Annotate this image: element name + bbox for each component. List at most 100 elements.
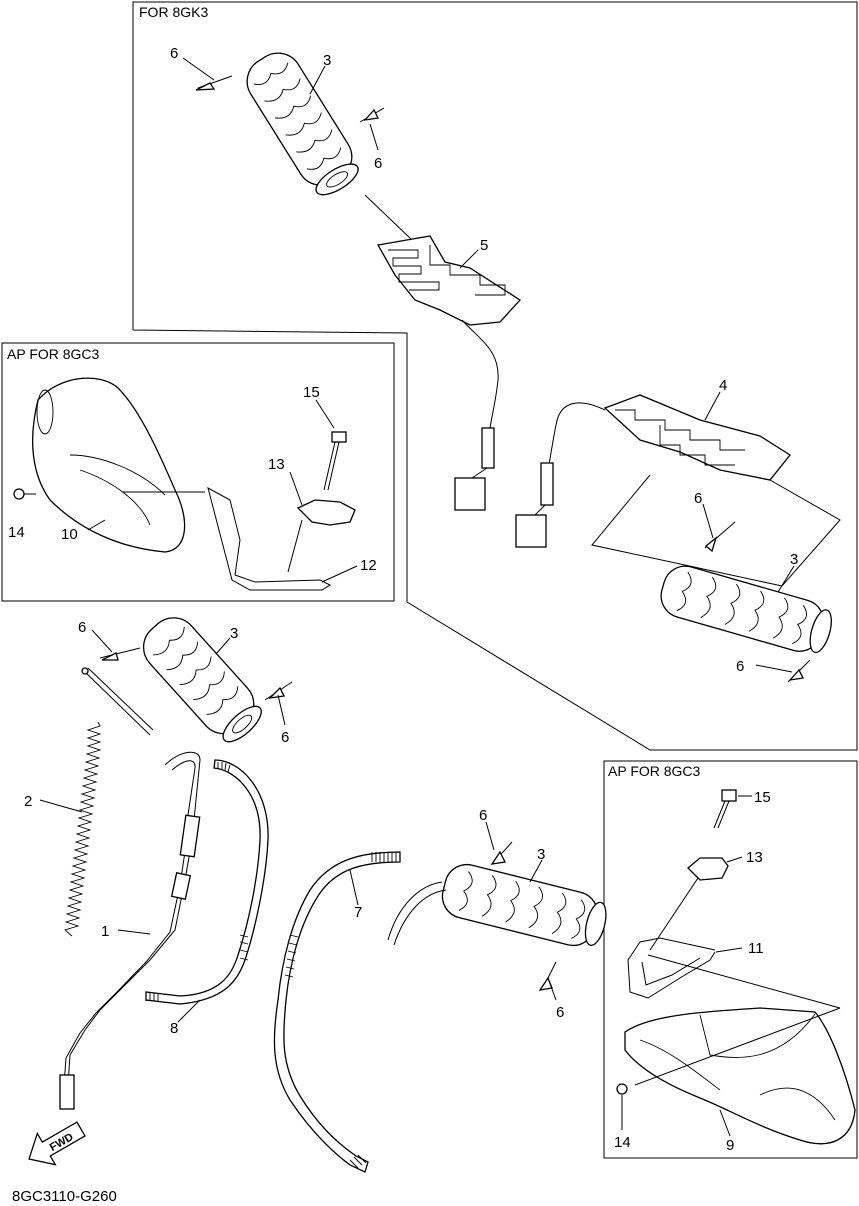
leader-line [91, 629, 113, 653]
leader-line [726, 856, 743, 863]
leader-line [647, 954, 841, 1009]
hand-guard-10 [31, 377, 186, 553]
fwd-label: FWD [48, 1131, 76, 1154]
grip-right [660, 565, 832, 654]
hand-guard-9 [624, 1007, 856, 1145]
callout-9: 9 [726, 1137, 734, 1154]
screw-6-d [787, 659, 811, 683]
callout-6: 6 [694, 490, 702, 507]
leader-line [182, 57, 215, 81]
leader-line [704, 391, 721, 421]
callout-13: 13 [746, 849, 763, 866]
leader-line [529, 859, 543, 883]
screw-6-a [195, 75, 233, 91]
left-box-title: AP FOR 8GC3 [7, 346, 100, 362]
callout-6: 6 [556, 1004, 564, 1021]
bottom-right-box-frame [603, 760, 858, 1159]
leader-line [215, 637, 231, 655]
bolt-15-left [323, 431, 347, 491]
cable-end-fitting [59, 1074, 75, 1110]
callout-10: 10 [61, 526, 78, 543]
bottom-right-box-title: AP FOR 8GC3 [608, 763, 701, 779]
spring-2 [64, 721, 102, 937]
heater-lead-sleeve-5 [481, 427, 495, 469]
hose-7-ribs [284, 852, 397, 1169]
bracket-12 [207, 487, 332, 591]
screw-14-right [616, 1083, 628, 1095]
screw-6-f [264, 681, 293, 701]
grip-center [441, 863, 607, 947]
bolt-15-right [713, 789, 737, 829]
callout-3: 3 [230, 625, 238, 642]
callout-5: 5 [480, 237, 488, 254]
grip-throttle [142, 617, 262, 743]
leader-line [471, 467, 488, 479]
screw-6-c [704, 521, 736, 553]
top-right-box-title: FOR 8GK3 [139, 4, 208, 20]
grip-top [246, 52, 359, 196]
callout-14: 14 [8, 524, 25, 541]
callout-14: 14 [614, 1134, 631, 1151]
leader-line [755, 664, 793, 673]
fwd-arrow-icon: FWD [28, 1121, 86, 1166]
leader-line [287, 519, 303, 573]
callout-4: 4 [719, 377, 727, 394]
leader-line [309, 65, 326, 95]
heater-element-4 [603, 394, 791, 481]
screw-6-b [359, 107, 385, 123]
callout-12: 12 [360, 557, 377, 574]
heater-lead-sleeve-4 [540, 462, 554, 506]
throttle-cable-1 [67, 751, 201, 1086]
callout-8: 8 [170, 1020, 178, 1037]
leader-line [369, 123, 379, 151]
cable-adjuster [179, 814, 201, 858]
top-right-box-frame [132, 1, 858, 751]
leader-line [289, 471, 303, 506]
guide-plane [591, 474, 841, 587]
leader-line [719, 1109, 731, 1137]
callout-11: 11 [748, 940, 764, 957]
grip-center-lead [387, 881, 443, 941]
callout-7: 7 [354, 904, 362, 921]
screw-6-g [490, 841, 513, 865]
callout-6: 6 [170, 45, 178, 62]
connector-4 [515, 514, 547, 548]
hose-8-ribs [145, 762, 249, 1001]
callout-3: 3 [790, 551, 798, 568]
leader-line [87, 519, 106, 531]
callout-6: 6 [479, 807, 487, 824]
leader-line [534, 504, 546, 516]
leader-line [177, 999, 201, 1023]
screw-14-left [13, 488, 25, 500]
callout-1: 1 [101, 923, 109, 940]
leader-line [715, 947, 743, 953]
hose-7 [273, 851, 401, 1173]
callout-15: 15 [303, 384, 320, 401]
connector-5 [454, 477, 486, 511]
hose-8 [145, 759, 269, 1005]
leader-line [315, 399, 335, 429]
left-box-frame [1, 342, 395, 602]
leader-line [702, 503, 714, 539]
cable-fitting [170, 872, 192, 900]
callout-3: 3 [323, 52, 331, 69]
leader-line [649, 877, 699, 951]
throttle-cable-end [81, 667, 154, 736]
clamp-13-left [296, 499, 356, 526]
leader-line [459, 249, 479, 269]
heater-lead-4 [547, 402, 606, 471]
leader-line [349, 869, 359, 906]
diagram-code: 8GC3110-G260 [12, 1188, 117, 1205]
screw-6-h [538, 961, 557, 991]
heater-lead-5 [461, 319, 499, 429]
leader-line [364, 194, 413, 241]
throttle-cable-1-outer [63, 760, 196, 1086]
grip-center-lead-2 [393, 889, 447, 946]
callout-6: 6 [281, 729, 289, 746]
leader-line [39, 799, 83, 813]
leader-line [485, 821, 495, 851]
bracket-11 [627, 937, 716, 999]
screw-6-e [99, 647, 141, 661]
leader-line [277, 694, 286, 726]
